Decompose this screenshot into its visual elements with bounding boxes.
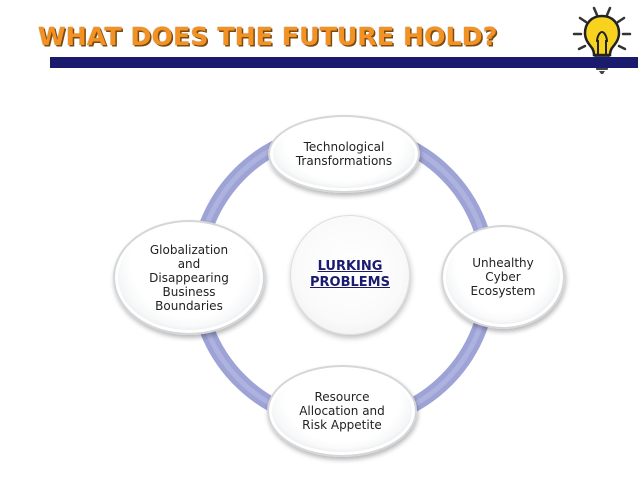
lightbulb-icon — [572, 6, 632, 74]
node-technological-transformations: Technological Transformations — [268, 115, 420, 193]
node-unhealthy-cyber-ecosystem: Unhealthy Cyber Ecosystem — [441, 225, 565, 329]
page-title: WHAT DOES THE FUTURE HOLD? — [38, 22, 498, 51]
node-globalization-business-boundaries: Globalization and Disappearing Business … — [113, 220, 265, 335]
node-resource-allocation-risk-appetite: Resource Allocation and Risk Appetite — [267, 365, 417, 457]
center-label: LURKING PROBLEMS — [310, 259, 390, 290]
title-underline-bar — [50, 57, 638, 68]
center-node-lurking-problems: LURKING PROBLEMS — [290, 215, 410, 335]
